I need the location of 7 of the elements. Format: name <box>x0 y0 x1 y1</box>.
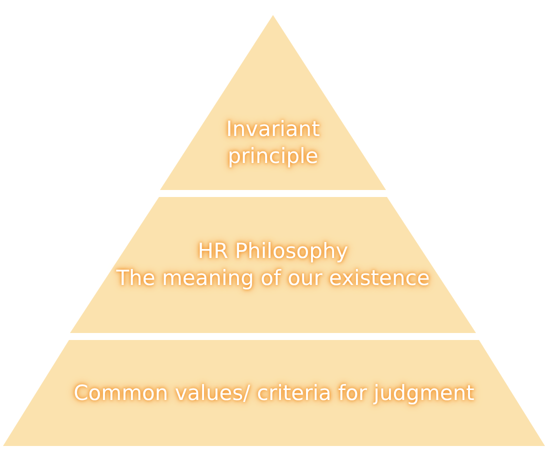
pyramid-tier <box>160 15 386 190</box>
tier-label: Common values/ criteria for judgment <box>74 380 474 406</box>
tier-label: The meaning of our existence <box>116 265 430 292</box>
pyramid-tier <box>70 197 476 333</box>
tier-label: Invariant principle <box>225 116 321 170</box>
tier-label: HR Philosophy <box>198 238 348 265</box>
pyramid-tier <box>3 340 545 446</box>
